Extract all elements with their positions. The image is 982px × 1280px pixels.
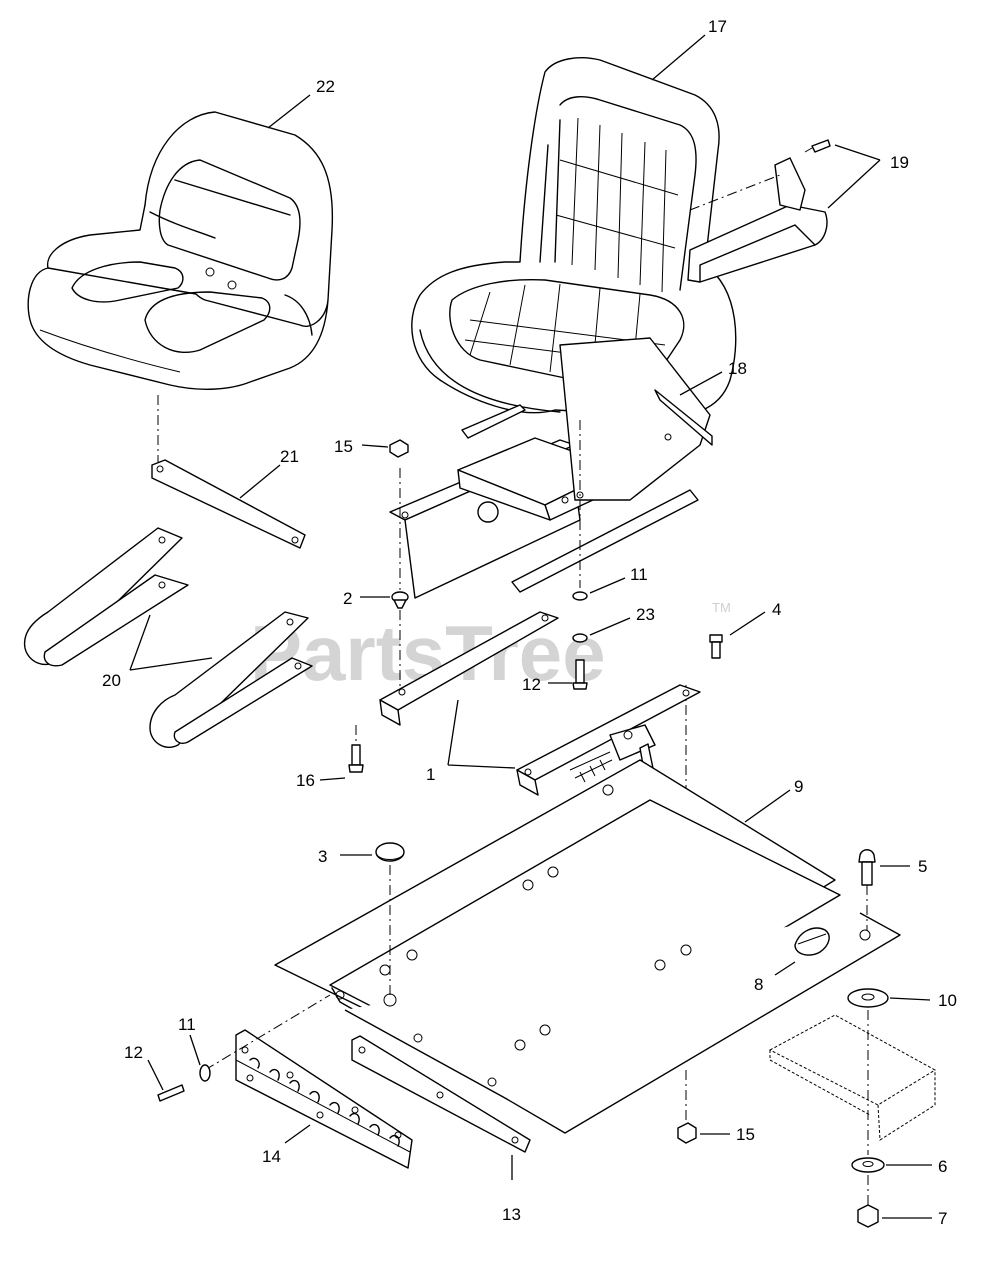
callout-13: 13 xyxy=(502,1205,521,1224)
callout-15-bottom: 15 xyxy=(736,1125,755,1144)
part-15-locknut-bottom xyxy=(677,1122,697,1144)
part-5-stud xyxy=(858,849,876,886)
part-21-spacer-strap xyxy=(151,459,306,549)
callout-5: 5 xyxy=(918,857,927,876)
part-11-washer-top xyxy=(572,591,588,601)
watermark-trademark: TM xyxy=(712,600,731,615)
part-4-screw xyxy=(709,634,723,659)
part-19-arm-rest xyxy=(687,139,831,283)
callout-15-top: 15 xyxy=(334,437,353,456)
part-3-plug xyxy=(375,842,405,862)
part-2-bushing xyxy=(391,591,409,609)
callout-19: 19 xyxy=(890,153,909,172)
part-9-seat-plate xyxy=(274,759,901,1134)
part-12-bolt-top xyxy=(572,659,588,690)
callout-12-bottom: 12 xyxy=(124,1043,143,1062)
callout-11-bottom: 11 xyxy=(178,1015,196,1034)
callout-23: 23 xyxy=(636,605,655,624)
callout-21: 21 xyxy=(280,447,299,466)
callout-9: 9 xyxy=(794,777,803,796)
leader-lines xyxy=(129,34,932,1219)
callout-10: 10 xyxy=(938,991,957,1010)
part-6-washer xyxy=(851,1157,885,1173)
callout-14: 14 xyxy=(262,1147,281,1166)
part-12-bolt-bottom xyxy=(157,1084,185,1102)
callout-12-top: 12 xyxy=(522,675,541,694)
callout-17: 17 xyxy=(708,17,727,36)
part-16-bolt xyxy=(348,744,364,773)
part-1-slide-rails xyxy=(379,611,701,832)
callout-labels: 22 17 19 18 21 15 2 11 23 4 12 20 1 16 9… xyxy=(102,17,957,1228)
part-23-washer xyxy=(572,633,588,643)
part-18-suspension xyxy=(389,337,713,599)
callout-11-top: 11 xyxy=(630,565,648,584)
part-10-washer xyxy=(847,988,889,1008)
callout-18: 18 xyxy=(728,359,747,378)
callout-4: 4 xyxy=(772,600,781,619)
callout-7: 7 xyxy=(938,1209,947,1228)
part-22-molded-seat xyxy=(27,111,334,390)
part-15-locknut-top xyxy=(389,439,409,458)
part-14-hinge xyxy=(235,1029,413,1169)
frame-bracket xyxy=(768,1014,936,1141)
callout-6: 6 xyxy=(938,1157,947,1176)
part-20-seat-springs xyxy=(23,527,313,748)
callout-22: 22 xyxy=(316,77,335,96)
part-7-locknut xyxy=(857,1204,879,1228)
callout-20: 20 xyxy=(102,671,121,690)
part-13-hinge-strip xyxy=(351,1035,531,1153)
part-8-decal xyxy=(794,927,830,956)
callout-16: 16 xyxy=(296,771,315,790)
callout-3: 3 xyxy=(318,847,327,866)
callout-2: 2 xyxy=(343,589,352,608)
callout-8: 8 xyxy=(754,975,763,994)
centerline xyxy=(204,994,331,1071)
callout-1: 1 xyxy=(426,765,435,784)
part-11-washer-bottom xyxy=(199,1064,211,1082)
